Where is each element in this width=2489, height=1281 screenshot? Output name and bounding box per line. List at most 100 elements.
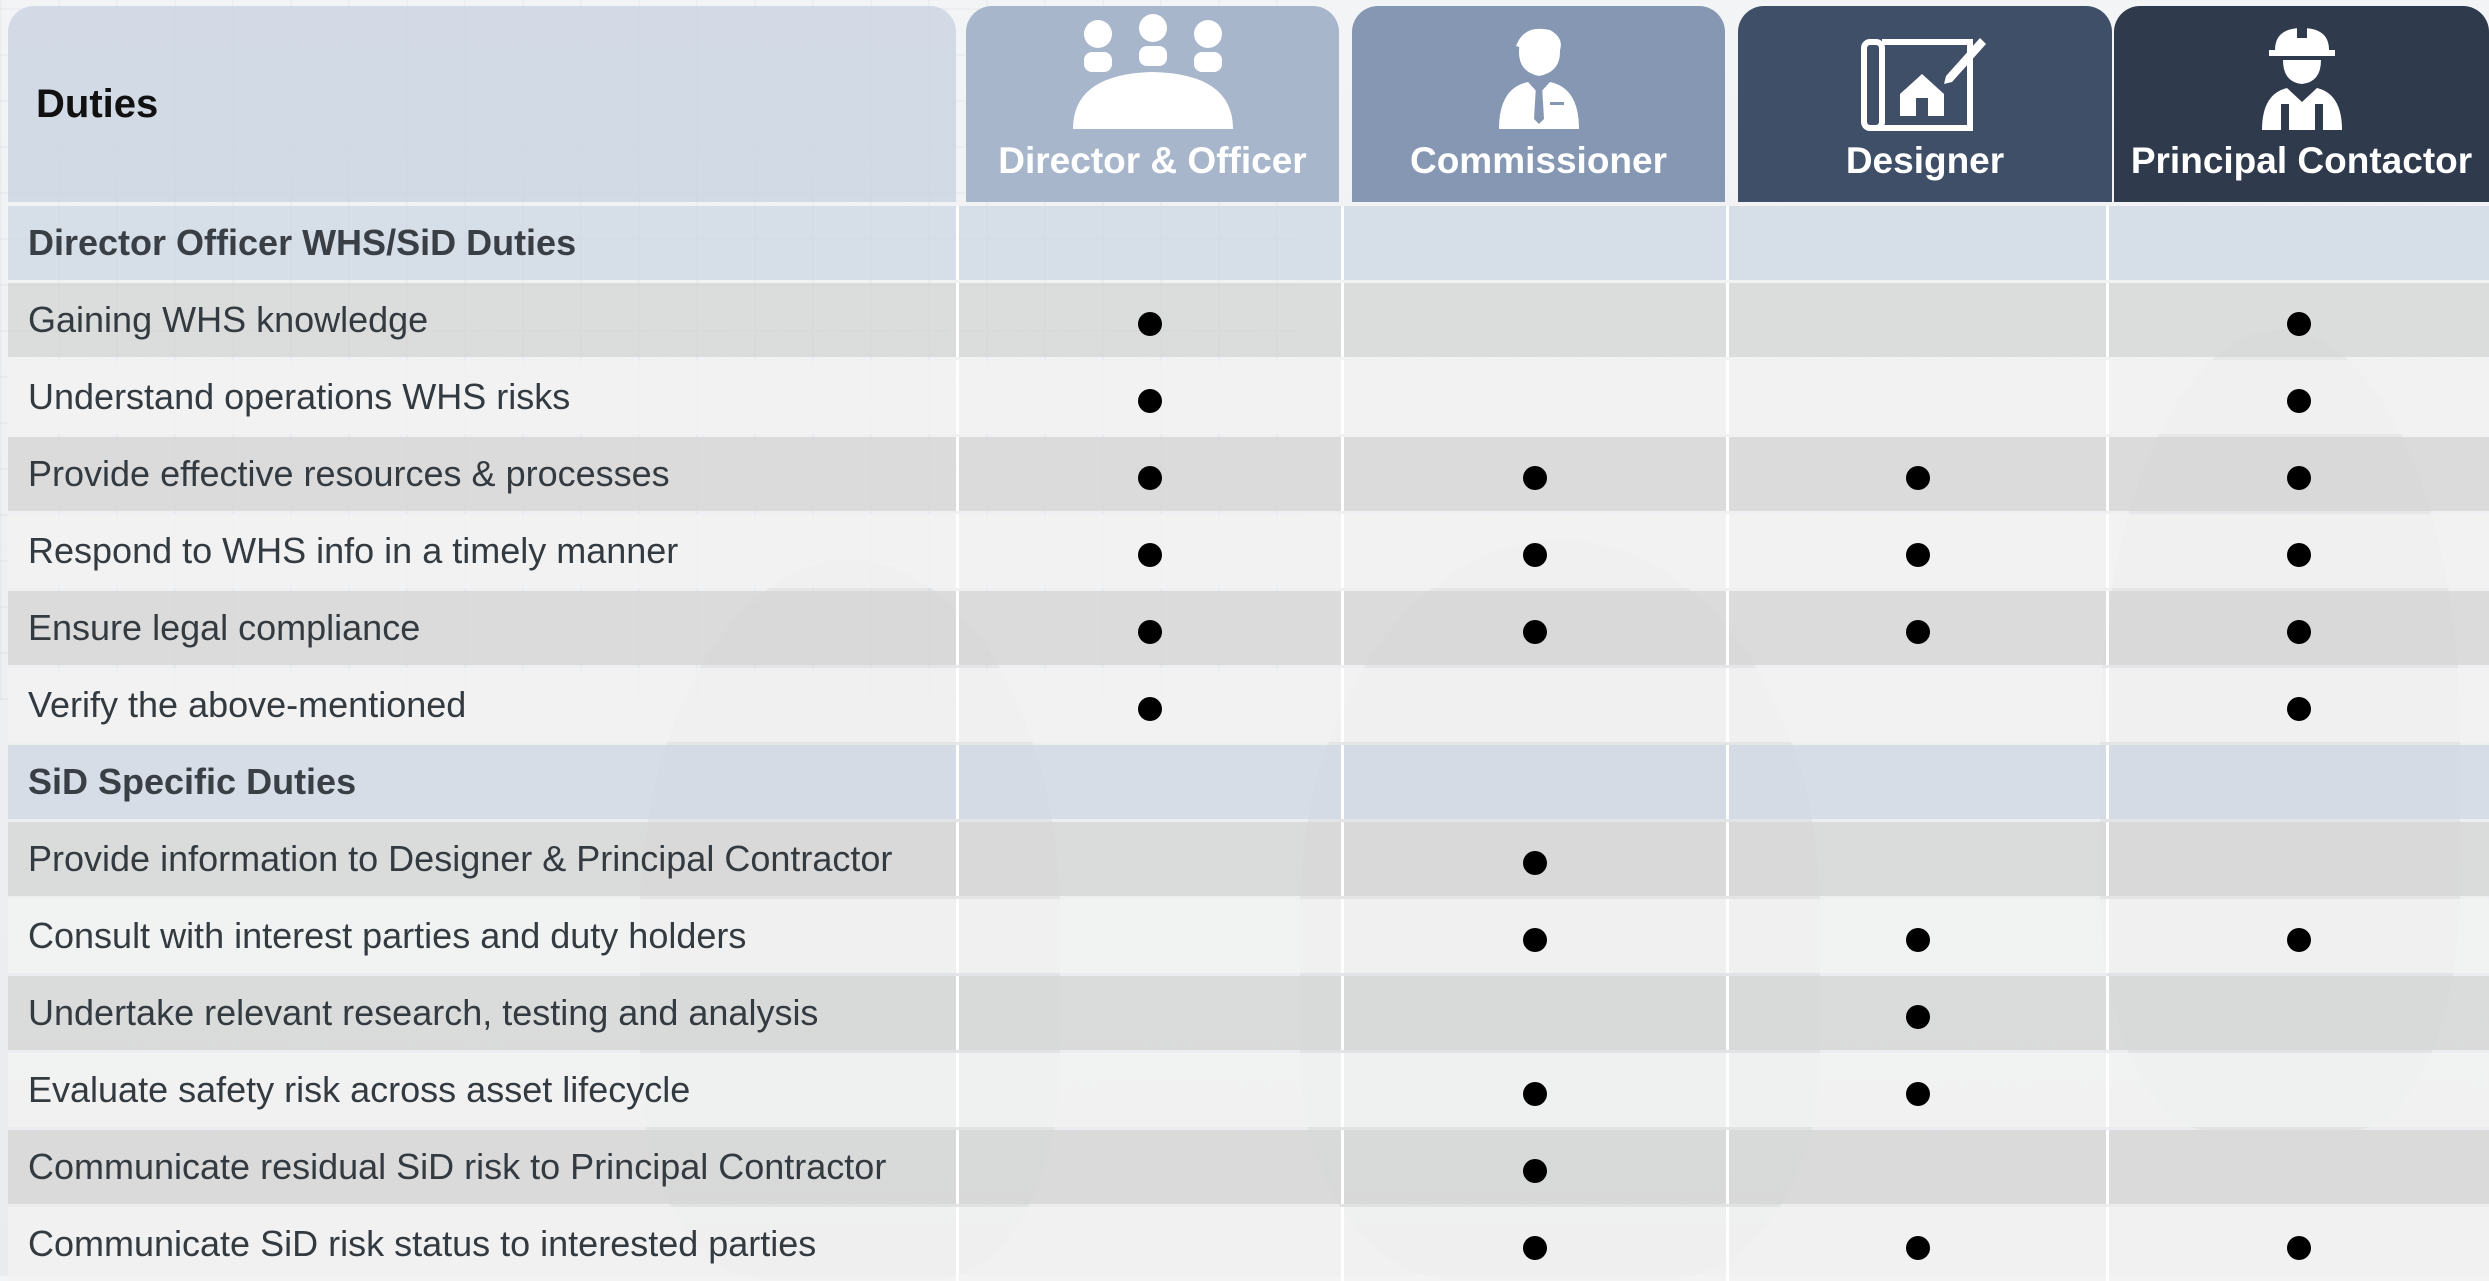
applies-dot-icon bbox=[2287, 466, 2311, 490]
role-mark-cell bbox=[2109, 206, 2489, 280]
role-mark-cell bbox=[2109, 437, 2489, 511]
businessman-icon bbox=[1498, 28, 1579, 129]
duty-label-cell: Undertake relevant research, testing and… bbox=[8, 976, 959, 1050]
role-mark-cell bbox=[959, 206, 1344, 280]
section-header-row: SiD Specific Duties bbox=[8, 745, 2489, 819]
duties-header-cell: Duties bbox=[8, 6, 956, 202]
role-mark-cell bbox=[1344, 1207, 1729, 1281]
applies-dot-icon bbox=[1138, 389, 1162, 413]
duty-label: Respond to WHS info in a timely manner bbox=[28, 530, 679, 571]
role-mark-cell bbox=[2109, 668, 2489, 742]
duty-label: Understand operations WHS risks bbox=[28, 376, 571, 417]
applies-dot-icon bbox=[2287, 620, 2311, 644]
table-row: Communicate residual SiD risk to Princip… bbox=[8, 1130, 2489, 1204]
applies-dot-icon bbox=[1523, 1159, 1547, 1183]
role-mark-cell bbox=[2109, 1207, 2489, 1281]
duty-label-cell: Respond to WHS info in a timely manner bbox=[8, 514, 959, 588]
role-label-principal-contactor: Principal Contactor bbox=[2130, 140, 2473, 181]
role-mark-cell bbox=[2109, 899, 2489, 973]
duty-label-cell: Provide effective resources & processes bbox=[8, 437, 959, 511]
applies-dot-icon bbox=[2287, 928, 2311, 952]
table-row: Consult with interest parties and duty h… bbox=[8, 899, 2489, 973]
role-header-designer: Designer bbox=[1738, 6, 2112, 202]
duty-label-cell: Communicate residual SiD risk to Princip… bbox=[8, 1130, 959, 1204]
applies-dot-icon bbox=[2287, 312, 2311, 336]
role-mark-cell bbox=[1729, 1130, 2109, 1204]
role-mark-cell bbox=[1729, 514, 2109, 588]
applies-dot-icon bbox=[1523, 1082, 1547, 1106]
role-mark-cell bbox=[1729, 668, 2109, 742]
role-mark-cell bbox=[1344, 899, 1729, 973]
applies-dot-icon bbox=[2287, 389, 2311, 413]
table-row: Understand operations WHS risks bbox=[8, 360, 2489, 434]
role-mark-cell bbox=[1729, 360, 2109, 434]
duty-label-cell: Provide information to Designer & Princi… bbox=[8, 822, 959, 896]
applies-dot-icon bbox=[2287, 697, 2311, 721]
role-mark-cell bbox=[1344, 591, 1729, 665]
duty-label: Gaining WHS knowledge bbox=[28, 299, 429, 340]
section-title: Director Officer WHS/SiD Duties bbox=[28, 222, 577, 263]
role-header-commissioner: Commissioner bbox=[1352, 6, 1725, 202]
applies-dot-icon bbox=[1523, 466, 1547, 490]
applies-dot-icon bbox=[1905, 1236, 1930, 1260]
duty-label: Communicate SiD risk status to intereste… bbox=[28, 1223, 817, 1264]
role-label-designer: Designer bbox=[1845, 140, 2005, 181]
role-header-director-officer: Director & Officer bbox=[966, 6, 1339, 202]
applies-dot-icon bbox=[2287, 1236, 2311, 1260]
role-mark-cell bbox=[2109, 514, 2489, 588]
table-row: Evaluate safety risk across asset lifecy… bbox=[8, 1053, 2489, 1127]
applies-dot-icon bbox=[1138, 543, 1162, 567]
role-mark-cell bbox=[959, 899, 1344, 973]
applies-dot-icon bbox=[1138, 620, 1162, 644]
duty-label-cell: Director Officer WHS/SiD Duties bbox=[8, 206, 959, 280]
duty-label: Ensure legal compliance bbox=[28, 607, 421, 648]
duty-label: Provide effective resources & processes bbox=[28, 453, 670, 494]
role-mark-cell bbox=[959, 360, 1344, 434]
applies-dot-icon bbox=[1905, 1082, 1930, 1106]
role-mark-cell bbox=[1729, 206, 2109, 280]
role-mark-cell bbox=[1729, 976, 2109, 1050]
applies-dot-icon bbox=[1138, 466, 1162, 490]
role-mark-cell bbox=[1344, 976, 1729, 1050]
role-mark-cell bbox=[959, 437, 1344, 511]
role-header-principal-contactor: Principal Contactor bbox=[2114, 6, 2489, 202]
role-mark-cell bbox=[959, 822, 1344, 896]
applies-dot-icon bbox=[1905, 543, 1930, 567]
role-mark-cell bbox=[1344, 360, 1729, 434]
duty-label-cell: SiD Specific Duties bbox=[8, 745, 959, 819]
duty-label: Verify the above-mentioned bbox=[28, 684, 467, 725]
role-mark-cell bbox=[1729, 437, 2109, 511]
role-mark-cell bbox=[2109, 745, 2489, 819]
table-row: Gaining WHS knowledge bbox=[8, 283, 2489, 357]
section-title: SiD Specific Duties bbox=[28, 761, 357, 802]
role-mark-cell bbox=[1729, 591, 2109, 665]
table-row: Ensure legal compliance bbox=[8, 591, 2489, 665]
duty-label: Undertake relevant research, testing and… bbox=[28, 992, 819, 1033]
applies-dot-icon bbox=[1523, 851, 1547, 875]
table-row: Verify the above-mentioned bbox=[8, 668, 2489, 742]
role-label-director-officer: Director & Officer bbox=[998, 140, 1307, 181]
role-mark-cell bbox=[1344, 283, 1729, 357]
table-row: Undertake relevant research, testing and… bbox=[8, 976, 2489, 1050]
duty-label-cell: Understand operations WHS risks bbox=[8, 360, 959, 434]
role-mark-cell bbox=[2109, 1053, 2489, 1127]
role-mark-cell bbox=[1729, 1207, 2109, 1281]
role-mark-cell bbox=[2109, 591, 2489, 665]
construction-worker-icon bbox=[2261, 26, 2342, 130]
role-mark-cell bbox=[1729, 899, 2109, 973]
table-row: Provide information to Designer & Princi… bbox=[8, 822, 2489, 896]
applies-dot-icon bbox=[1523, 928, 1547, 952]
role-mark-cell bbox=[1344, 1130, 1729, 1204]
role-mark-cell bbox=[1344, 206, 1729, 280]
role-mark-cell bbox=[959, 514, 1344, 588]
applies-dot-icon bbox=[1138, 312, 1162, 336]
role-mark-cell bbox=[959, 283, 1344, 357]
applies-dot-icon bbox=[2287, 543, 2311, 567]
applies-dot-icon bbox=[1523, 543, 1547, 567]
duty-label-cell: Consult with interest parties and duty h… bbox=[8, 899, 959, 973]
applies-dot-icon bbox=[1138, 697, 1162, 721]
role-mark-cell bbox=[959, 1207, 1344, 1281]
role-mark-cell bbox=[1729, 1053, 2109, 1127]
role-mark-cell bbox=[1344, 514, 1729, 588]
